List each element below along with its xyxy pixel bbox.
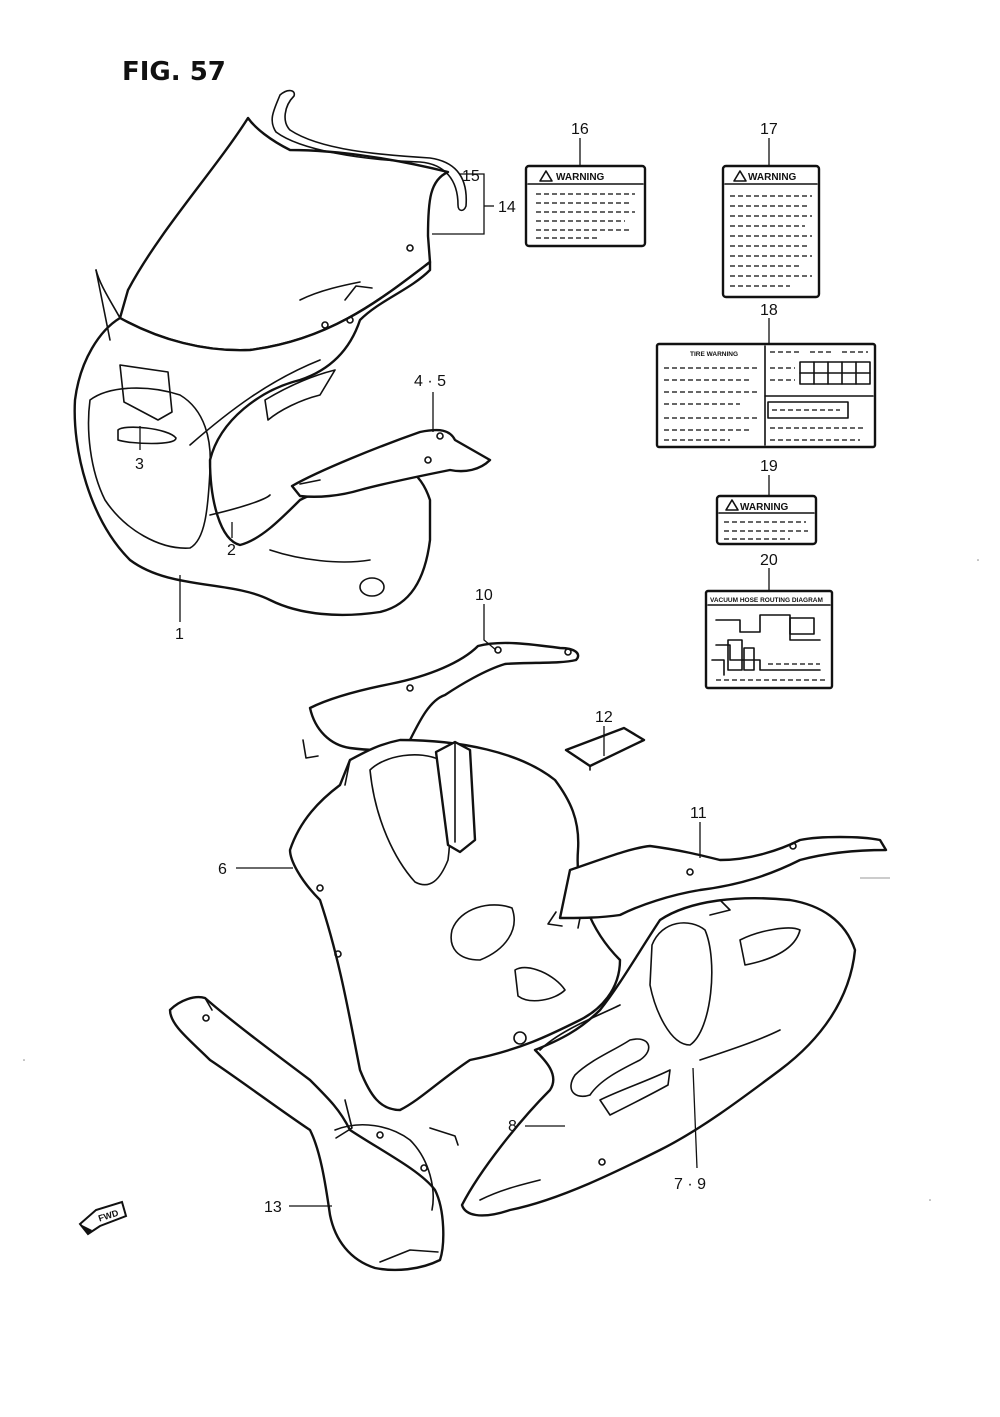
inner-bracket-right-part[interactable] [547, 835, 888, 929]
scan-artifacts [23, 559, 979, 1201]
callout-6: 6 [218, 861, 227, 878]
tire-warning-text: TIRE WARNING [690, 351, 738, 358]
warning-label-19[interactable]: WARNING [715, 494, 818, 546]
callout-3: 3 [135, 456, 144, 473]
vacuum-hose-label-20[interactable]: VACUUM HOSE ROUTING DIAGRAM [704, 589, 834, 690]
callout-7-9: 7 · 9 [674, 1176, 706, 1193]
warning-label-17[interactable]: WARNING [721, 164, 821, 299]
callout-1: 1 [175, 626, 184, 643]
warning-17-text: WARNING [748, 172, 797, 183]
callout-8: 8 [508, 1118, 517, 1135]
warning-19-text: WARNING [740, 502, 789, 513]
callout-18: 18 [760, 302, 778, 319]
callout-10: 10 [475, 587, 493, 604]
callout-16: 16 [571, 121, 589, 138]
warning-label-16[interactable]: WARNING [524, 164, 647, 248]
callout-12: 12 [595, 709, 613, 726]
callout-17: 17 [760, 121, 778, 138]
callout-14: 14 [498, 199, 516, 216]
callout-4-5: 4 · 5 [414, 373, 446, 390]
callout-19: 19 [760, 458, 778, 475]
callout-2: 2 [227, 542, 236, 559]
lower-cowling-part[interactable] [168, 996, 445, 1272]
figure-title: FIG. 57 [122, 57, 226, 87]
cowling-brace-part[interactable] [290, 428, 492, 498]
side-cowling-left-part[interactable] [288, 738, 622, 1146]
side-cowling-right-part[interactable] [460, 897, 857, 1217]
callout-11: 11 [690, 805, 707, 822]
forward-direction-arrow: FWD [78, 1200, 128, 1236]
upper-cowling-part[interactable] [73, 89, 468, 617]
callout-20: 20 [760, 552, 778, 569]
vacuum-title-text: VACUUM HOSE ROUTING DIAGRAM [710, 597, 823, 604]
callout-13: 13 [264, 1199, 282, 1216]
leader-lines [139, 138, 770, 1207]
foam-pad-part[interactable] [564, 726, 646, 771]
callout-15: 15 [462, 168, 480, 185]
warning-16-text: WARNING [556, 172, 605, 183]
tire-warning-label-18[interactable]: TIRE WARNING [655, 342, 877, 449]
